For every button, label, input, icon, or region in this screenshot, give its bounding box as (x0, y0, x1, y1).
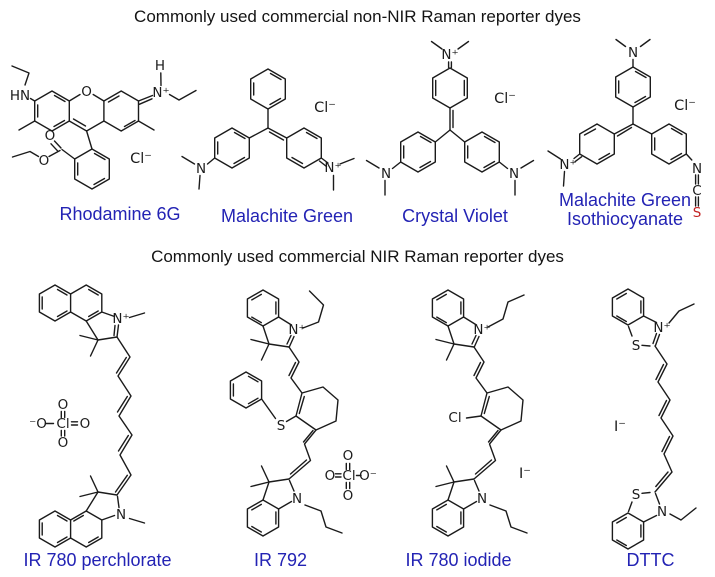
atom-o-carbonyl: O (45, 128, 56, 144)
counterion-chloride: Cl⁻ (494, 91, 516, 107)
counterion-iodide: I⁻ (519, 466, 531, 482)
atom-n-top: N (628, 45, 638, 61)
atom-n-plus: N⁺ (288, 322, 305, 338)
counterion-iodide: I⁻ (614, 419, 626, 435)
atom-o-top: O (343, 448, 354, 464)
label-mgitc: Malachite Green Isothiocyanate (540, 191, 710, 229)
atom-n-plus: N⁺ (473, 322, 490, 338)
label-mgitc-line1: Malachite Green (558, 190, 692, 210)
section-title-non-nir: Commonly used commercial non-NIR Raman r… (134, 7, 581, 26)
atom-o-left: O (325, 468, 336, 484)
atom-labels: N N⁺ N C S Cl⁻ (559, 45, 702, 221)
atom-labels: N⁺ N O ⁻O Cl O O (29, 311, 130, 523)
atom-s-bottom: S (632, 487, 641, 503)
structure-malachite-green: N N⁺ Cl⁻ (181, 68, 355, 191)
atom-h: H (155, 58, 165, 74)
counterion-chloride: Cl⁻ (314, 100, 336, 116)
atom-labels: N⁺ N N Cl⁻ (381, 47, 519, 182)
atom-n-left: N (381, 166, 391, 182)
atom-labels: HN O H N⁺ O O Cl⁻ (10, 58, 170, 169)
atom-o-top: O (58, 397, 69, 413)
atom-cl: Cl (448, 410, 461, 426)
bonds (431, 289, 528, 537)
atom-labels: N⁺ Cl N I⁻ (448, 322, 531, 507)
atom-n: N (292, 491, 302, 507)
label-crystal-violet: Crystal Violet (402, 206, 508, 226)
bonds (611, 288, 697, 550)
atom-n-plus: N⁺ (324, 160, 341, 176)
label-malachite-green: Malachite Green (220, 206, 354, 226)
structure-ir780-iodide: N⁺ Cl N I⁻ (431, 289, 531, 537)
bonds (229, 289, 362, 537)
structure-ir780-perchlorate: N⁺ N O ⁻O Cl O O (29, 284, 146, 548)
section-title-nir: Commonly used commercial NIR Raman repor… (151, 247, 564, 266)
structure-dttc: N⁺ S N S I⁻ (611, 288, 697, 550)
structure-crystal-violet: N⁺ N N Cl⁻ (365, 40, 535, 196)
structure-mgitc: N N⁺ N C S Cl⁻ (547, 38, 702, 221)
label-dttc: DTTC (626, 550, 675, 570)
atom-o-ester: O (39, 153, 50, 169)
atom-labels: N⁺ S N O O Cl O⁻ O (277, 322, 377, 507)
label-rhodamine-6g: Rhodamine 6G (59, 204, 181, 224)
atom-n-plus: N⁺ (559, 157, 576, 173)
label-ir792: IR 792 (253, 550, 308, 570)
atom-n: N (196, 161, 206, 177)
atom-o-bottom: O (58, 435, 69, 451)
bonds (11, 65, 197, 190)
label-ir780-perchlorate: IR 780 perchlorate (23, 550, 172, 570)
atom-labels: N N⁺ Cl⁻ (196, 100, 342, 177)
label-mgitc-line2: Isothiocyanate (566, 209, 684, 229)
atom-o-left: ⁻O (29, 416, 47, 432)
bonds (365, 40, 535, 196)
label-ir780-iodide: IR 780 iodide (405, 550, 512, 570)
atom-s-ncs: S (693, 205, 702, 221)
counterion-chloride: Cl⁻ (674, 98, 696, 114)
atom-cl: Cl (342, 468, 355, 484)
atom-c-ncs: C (692, 183, 701, 199)
atom-s-top: S (632, 338, 641, 354)
structure-rhodamine-6g: HN O H N⁺ O O Cl⁻ (10, 58, 197, 190)
bonds (547, 38, 700, 207)
atom-n-ncs: N (692, 161, 702, 177)
atom-n-right: N (509, 166, 519, 182)
counterion-chloride: Cl⁻ (130, 151, 152, 167)
atom-n-plus: N⁺ (112, 311, 129, 327)
atom-n-plus: N⁺ (441, 47, 458, 63)
atom-o-bottom: O (343, 488, 354, 504)
structure-ir792: N⁺ S N O O Cl O⁻ O (229, 289, 377, 537)
atom-o-right: O⁻ (359, 468, 377, 484)
atom-hn: HN (10, 88, 30, 104)
atom-o-right: O (80, 416, 91, 432)
atom-labels: N⁺ S N S I⁻ (614, 320, 671, 520)
bonds (181, 68, 355, 191)
atom-n-plus: N⁺ (653, 320, 670, 336)
atom-o-xanthene: O (81, 84, 92, 100)
atom-s: S (277, 418, 286, 434)
atom-n: N (116, 507, 126, 523)
atom-cl: Cl (56, 416, 69, 432)
atom-n-plus: N⁺ (152, 85, 169, 101)
atom-n: N (657, 504, 667, 520)
atom-n: N (477, 491, 487, 507)
bonds (38, 284, 146, 548)
